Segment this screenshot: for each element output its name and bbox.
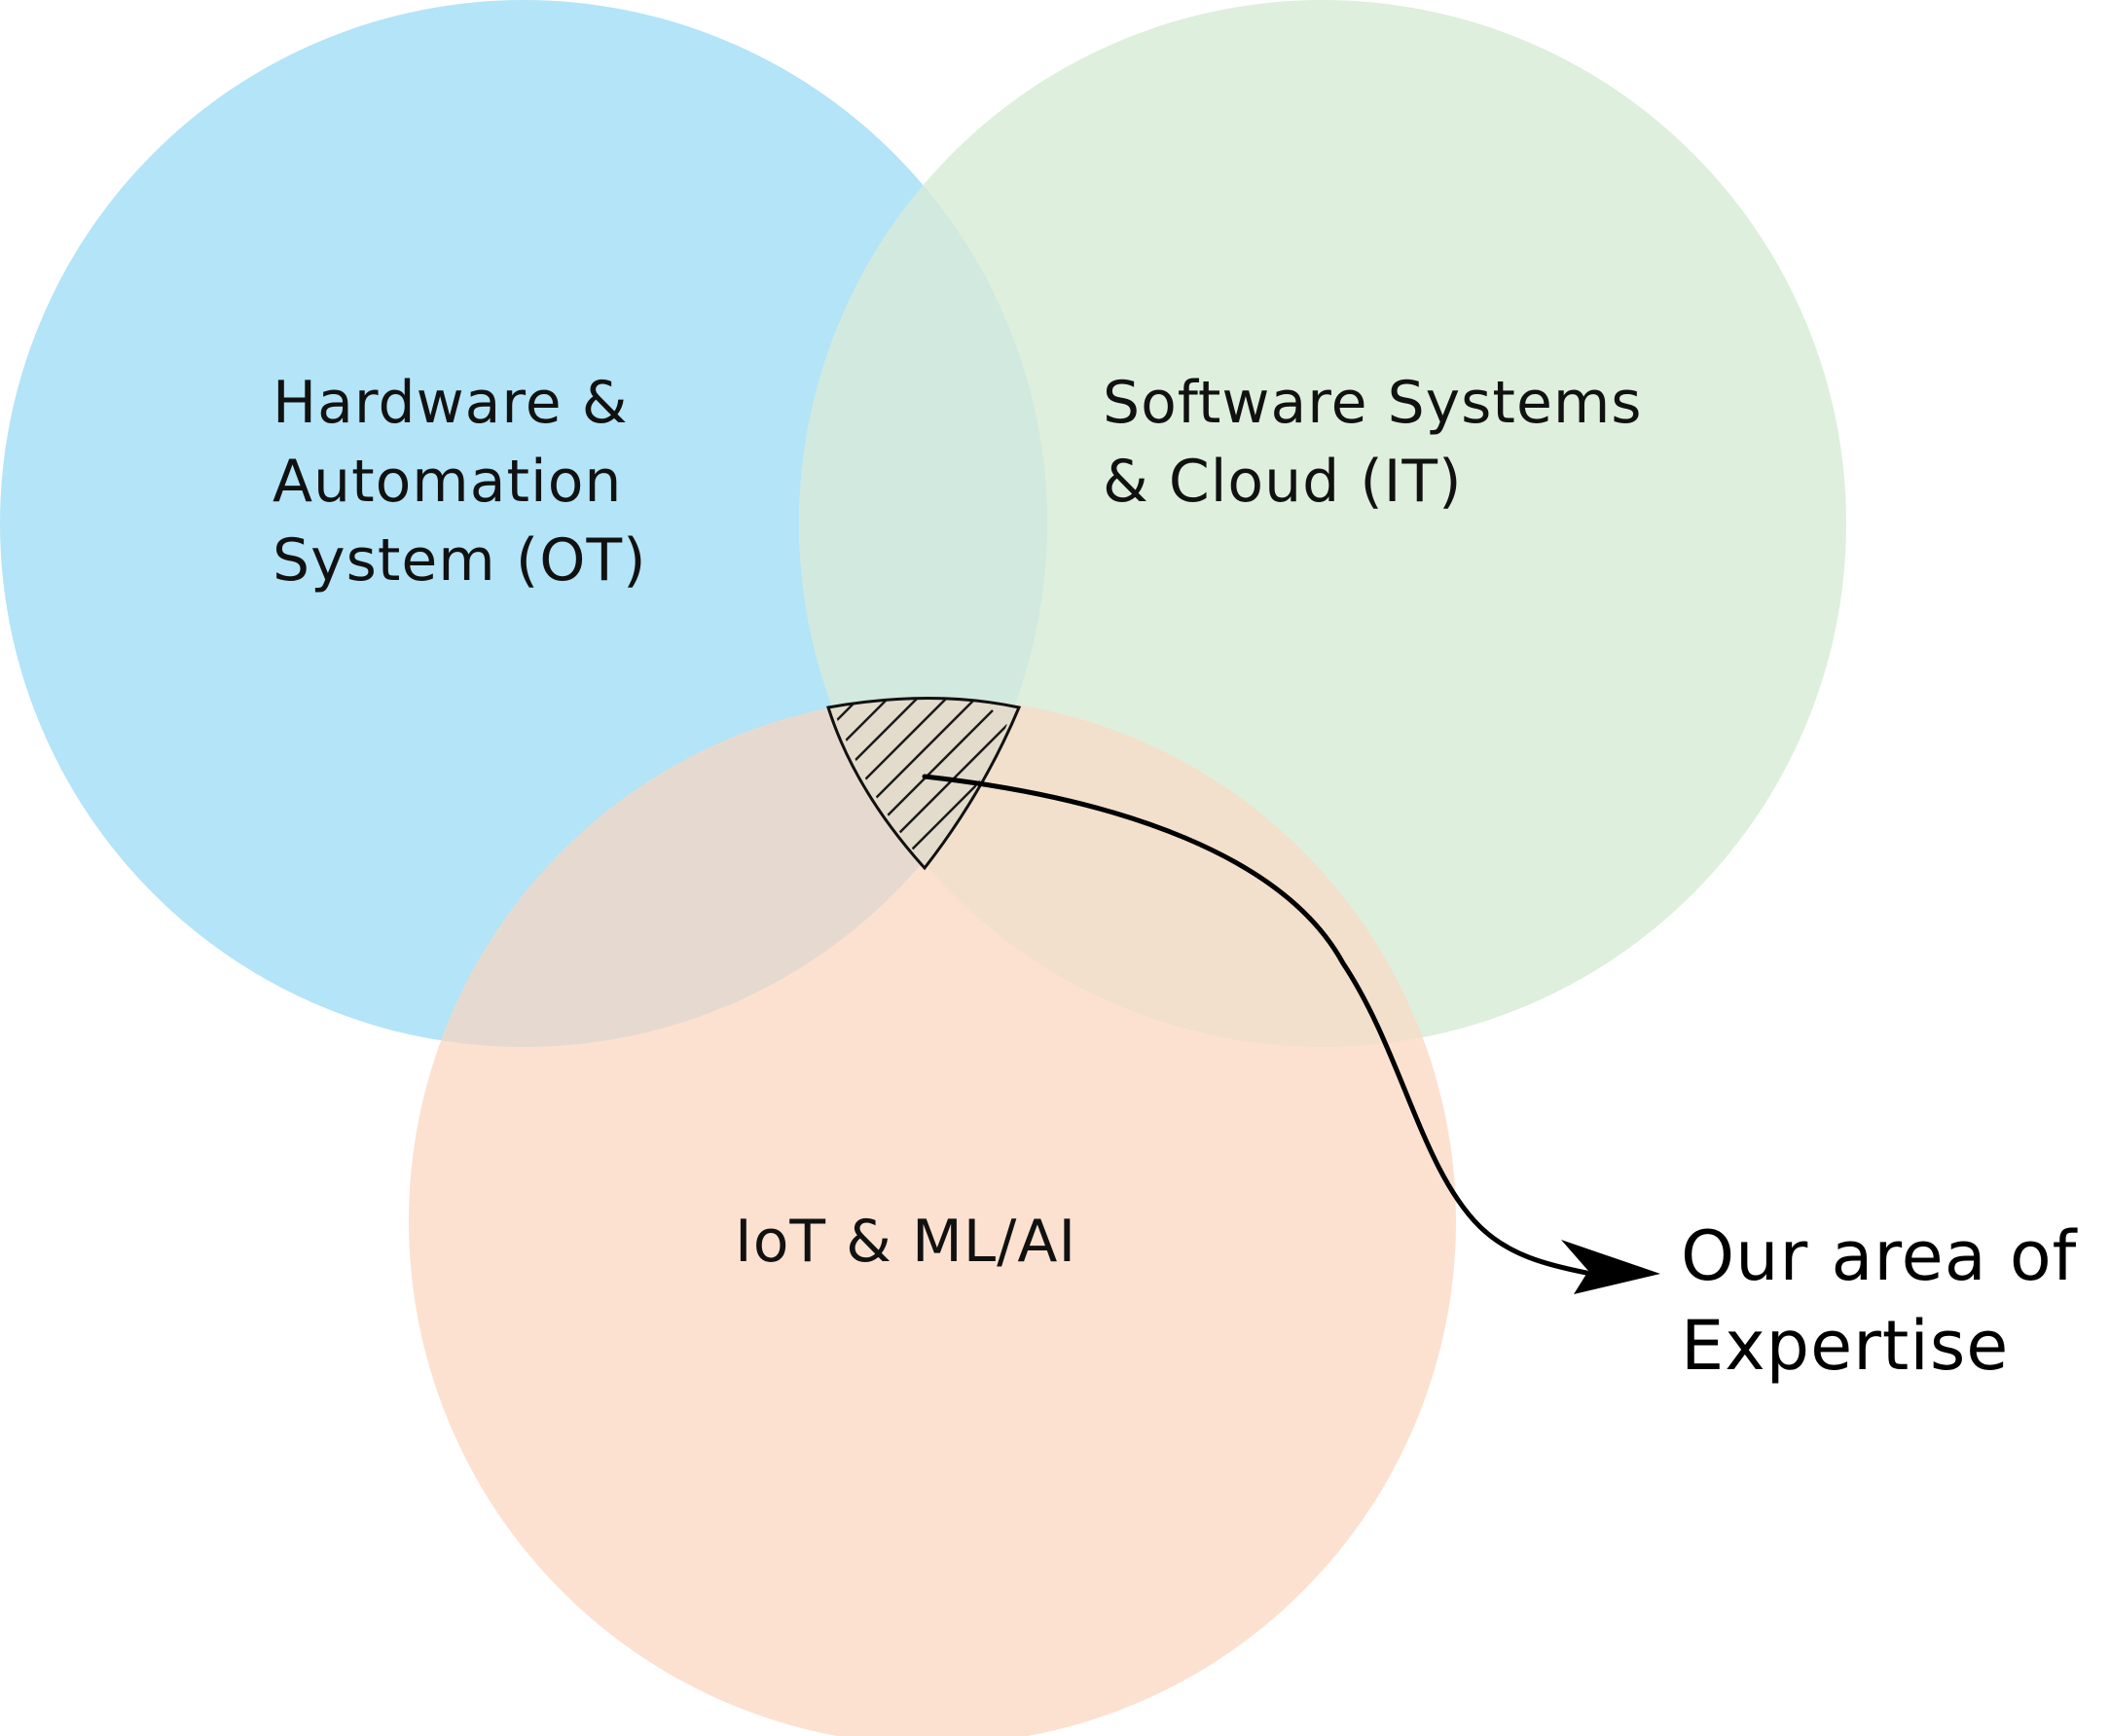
overlap-ot-iot — [409, 698, 1047, 1047]
set-label-line: IoT & ML/AI — [735, 1208, 1077, 1276]
set-label-line: Software Systems — [1103, 369, 1643, 437]
arrowhead-icon — [1561, 1240, 1660, 1294]
callout-arrow — [922, 774, 1660, 1294]
callout-line: Our area of — [1681, 1216, 2078, 1296]
set-label-iot: IoT & ML/AI — [735, 1203, 1076, 1282]
set-label-ot: Hardware & Automation System (OT) — [273, 364, 647, 600]
callout-label: Our area of Expertise — [1681, 1212, 2077, 1391]
overlap-it-iot — [799, 698, 1456, 1047]
callout-line: Expertise — [1681, 1306, 2010, 1386]
set-label-it: Software Systems & Cloud (IT) — [1103, 364, 1643, 522]
set-label-line: Hardware & — [273, 369, 629, 437]
set-label-line: System (OT) — [273, 526, 647, 595]
set-label-line: & Cloud (IT) — [1103, 448, 1463, 516]
set-label-line: Automation — [273, 448, 623, 516]
